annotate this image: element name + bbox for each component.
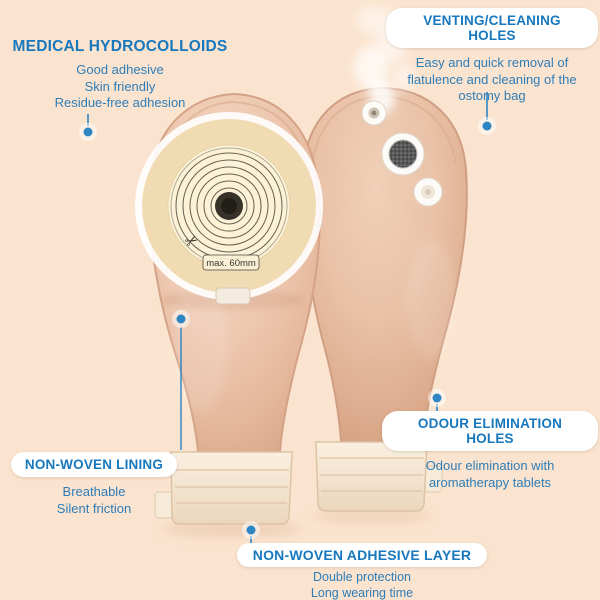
hydrocolloids-title: MEDICAL HYDROCOLLOIDS: [12, 38, 228, 55]
adhesive-dot: [246, 525, 256, 535]
baseplate-tab: [215, 287, 251, 305]
venting-holes: [361, 100, 443, 207]
desc-line: Skin friendly: [84, 78, 156, 94]
desc-line: Breathable: [62, 484, 126, 499]
desc-line: flatulence and cleaning of the: [407, 71, 577, 87]
desc-line: Odour elimination with: [425, 458, 555, 473]
desc-line: Easy and quick removal of: [415, 55, 569, 70]
desc-line: Good adhesive: [76, 62, 164, 77]
venting-dot: [482, 121, 492, 131]
lining-title: NON-WOVEN LINING: [10, 452, 178, 477]
right-bag-outlet: [315, 441, 443, 512]
callout-connectors: [87, 92, 488, 544]
hydrocolloids-dot: [83, 127, 93, 137]
callout-venting-cleaning-holes: VENTING/CLEANING HOLES Easy and quick re…: [386, 8, 598, 105]
desc-line: Double protection: [313, 570, 411, 584]
venting-desc: Easy and quick removal of flatulence and…: [386, 55, 598, 105]
lining-dot: [176, 314, 186, 324]
odour-desc: Odour elimination with aromatherapy tabl…: [382, 458, 598, 491]
adhesive-desc: Double protection Long wearing time: [222, 570, 502, 600]
callout-dots: [79, 117, 496, 539]
left-bag-outlet: [154, 451, 293, 525]
desc-line: Residue-free adhesion: [54, 95, 186, 110]
lining-desc: Breathable Silent friction: [8, 484, 180, 517]
desc-line: Silent friction: [56, 500, 132, 516]
hydrocolloids-desc: Good adhesive Skin friendly Residue-free…: [10, 62, 230, 112]
callout-medical-hydrocolloids: MEDICAL HYDROCOLLOIDS Good adhesive Skin…: [10, 38, 230, 112]
desc-line: aromatherapy tablets: [428, 474, 552, 490]
callout-non-woven-adhesive-layer: NON-WOVEN ADHESIVE LAYER Double protecti…: [222, 543, 502, 600]
hydrocolloid-baseplate: ✂ max. 60mm: [135, 112, 323, 310]
ground-shadows: [162, 508, 432, 537]
adhesive-title: NON-WOVEN ADHESIVE LAYER: [236, 543, 488, 567]
desc-line: ostomy bag: [458, 88, 526, 103]
baseplate-size-label: max. 60mm: [206, 258, 256, 269]
cutting-guide-rings: [170, 147, 288, 265]
odour-dot: [432, 393, 442, 403]
odour-title: ODOUR ELIMINATION HOLES: [382, 411, 598, 451]
venting-title: VENTING/CLEANING HOLES: [386, 8, 598, 48]
callout-non-woven-lining: NON-WOVEN LINING Breathable Silent frict…: [8, 452, 180, 517]
desc-line: Long wearing time: [310, 585, 414, 600]
callout-odour-elimination-holes: ODOUR ELIMINATION HOLES Odour eliminatio…: [382, 411, 598, 491]
